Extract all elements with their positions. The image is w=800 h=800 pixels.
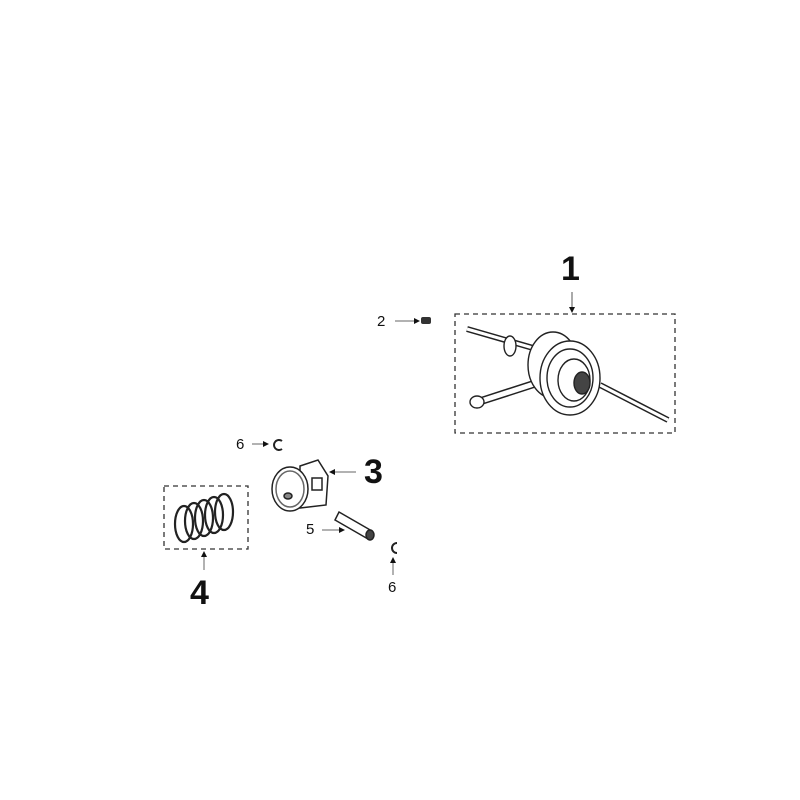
part-number-1: 1: [561, 250, 580, 288]
key-drawing: [421, 317, 431, 324]
piston-pin-drawing: [334, 510, 375, 541]
crankshaft-drawing: [466, 326, 670, 423]
part-number-5: 5: [306, 521, 315, 538]
circlip-drawing-a: [273, 439, 283, 451]
part-number-6a: 6: [236, 436, 245, 453]
part-number-2: 2: [377, 313, 386, 330]
circlip-drawing-b: [391, 542, 398, 554]
group-box-part-1: [454, 313, 676, 434]
group-box-part-4: [163, 485, 249, 550]
part-number-3: 3: [364, 453, 383, 491]
piston-rings-drawing: [173, 492, 235, 544]
part-number-6b: 6: [388, 579, 397, 596]
piston-drawing: [271, 459, 329, 512]
part-number-4: 4: [190, 574, 209, 612]
